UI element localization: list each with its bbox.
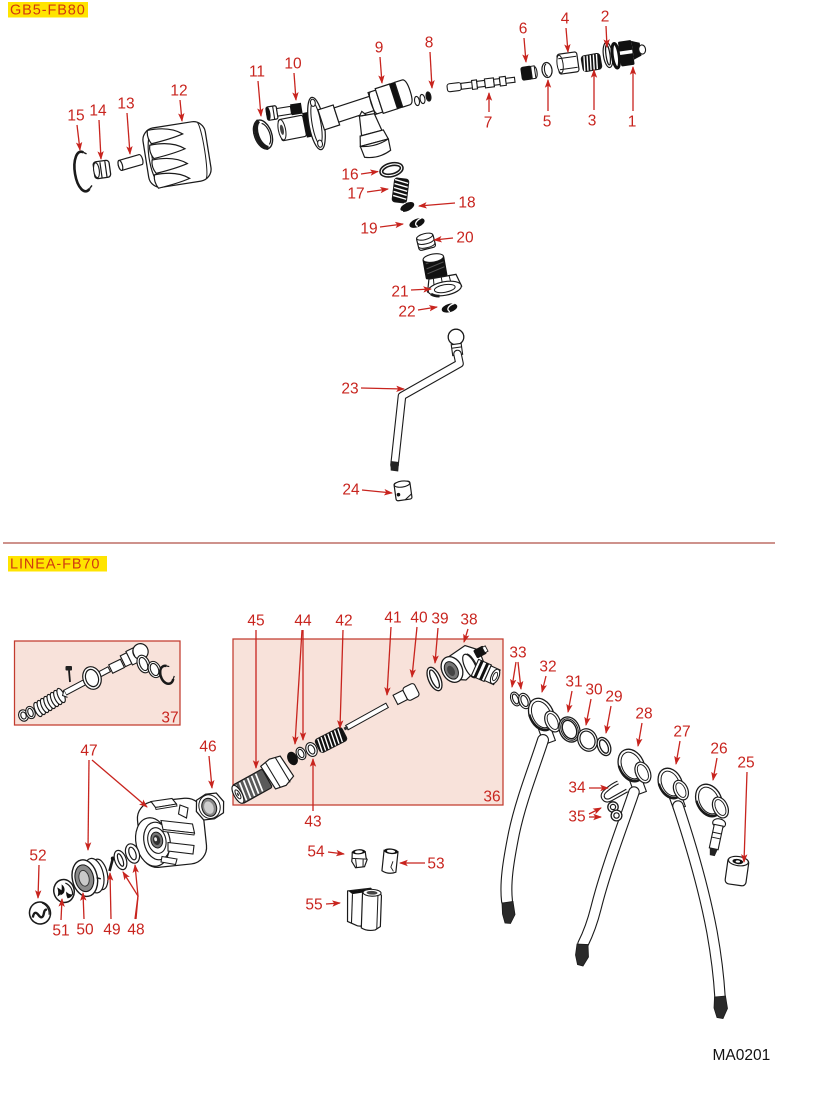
svg-text:23: 23: [341, 381, 358, 398]
svg-text:18: 18: [458, 195, 475, 212]
svg-text:2: 2: [601, 9, 610, 26]
svg-text:25: 25: [737, 755, 754, 772]
svg-text:9: 9: [375, 40, 384, 57]
svg-text:22: 22: [398, 304, 415, 321]
svg-text:12: 12: [170, 83, 187, 100]
svg-text:34: 34: [568, 780, 586, 797]
svg-text:LINEA-FB70: LINEA-FB70: [10, 557, 100, 573]
svg-text:5: 5: [543, 114, 552, 131]
svg-text:21: 21: [391, 284, 408, 301]
svg-text:41: 41: [384, 610, 401, 627]
svg-text:42: 42: [335, 613, 352, 630]
svg-text:43: 43: [304, 814, 321, 831]
svg-text:27: 27: [673, 724, 690, 741]
svg-text:29: 29: [605, 689, 622, 706]
svg-text:48: 48: [127, 922, 144, 939]
svg-text:40: 40: [410, 610, 428, 627]
svg-text:54: 54: [307, 844, 325, 861]
svg-text:3: 3: [588, 113, 597, 130]
svg-text:13: 13: [117, 96, 134, 113]
svg-text:35: 35: [568, 809, 585, 826]
svg-text:GB5-FB80: GB5-FB80: [10, 3, 86, 19]
svg-text:17: 17: [347, 186, 364, 203]
svg-text:10: 10: [284, 56, 302, 73]
svg-text:1: 1: [628, 114, 637, 131]
svg-text:52: 52: [29, 848, 46, 865]
svg-text:37: 37: [161, 710, 178, 727]
svg-text:44: 44: [294, 613, 312, 630]
svg-text:4: 4: [561, 11, 570, 28]
svg-text:33: 33: [509, 645, 526, 662]
svg-text:49: 49: [103, 922, 120, 939]
svg-text:31: 31: [565, 674, 582, 691]
svg-text:19: 19: [360, 221, 377, 238]
svg-text:36: 36: [483, 789, 500, 806]
svg-text:45: 45: [247, 613, 264, 630]
svg-text:16: 16: [341, 167, 358, 184]
svg-text:47: 47: [80, 743, 97, 760]
svg-text:26: 26: [710, 741, 727, 758]
svg-text:38: 38: [460, 612, 477, 629]
svg-text:28: 28: [635, 706, 652, 723]
svg-text:8: 8: [425, 35, 434, 52]
svg-text:51: 51: [52, 923, 69, 940]
svg-text:32: 32: [539, 659, 556, 676]
svg-text:11: 11: [249, 64, 265, 81]
svg-text:MA0201: MA0201: [713, 1047, 771, 1064]
svg-text:20: 20: [456, 230, 474, 247]
svg-text:55: 55: [305, 897, 322, 914]
svg-text:14: 14: [89, 103, 107, 120]
svg-text:39: 39: [431, 611, 448, 628]
svg-text:6: 6: [519, 21, 528, 38]
svg-text:24: 24: [342, 482, 360, 499]
svg-text:46: 46: [199, 739, 216, 756]
svg-text:53: 53: [427, 856, 444, 873]
svg-text:7: 7: [484, 115, 493, 132]
svg-text:50: 50: [76, 922, 94, 939]
svg-text:15: 15: [67, 108, 84, 125]
svg-text:30: 30: [585, 682, 603, 699]
